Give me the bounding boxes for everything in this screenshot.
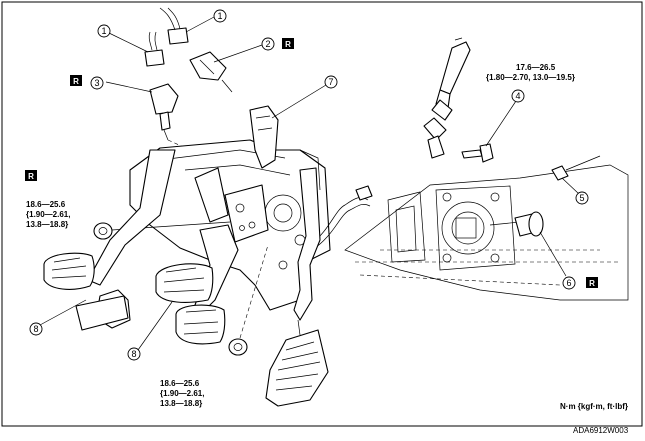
callout-2: 1 (97, 24, 111, 38)
torque-left-line3: 13.8—18.8} (26, 220, 68, 229)
callout-number: 8 (131, 349, 136, 359)
replace-badge-3: R (70, 75, 82, 86)
wire-harness (309, 185, 373, 251)
fastener-5 (551, 155, 601, 195)
callout-10: 8 (127, 347, 141, 361)
pedal-bracket (129, 84, 331, 311)
callout-number: 2 (265, 39, 270, 49)
bolt-4 (461, 100, 517, 163)
steering-shaft (423, 37, 471, 159)
callout-6: 5 (575, 191, 589, 205)
callout-number: 5 (579, 193, 584, 203)
bolt-6 (489, 211, 567, 277)
callout-number: 3 (94, 78, 99, 88)
callout-number: 6 (566, 278, 571, 288)
replace-badge-2: R (282, 38, 294, 49)
callout-8: 7 (324, 75, 338, 89)
svg-text:R: R (28, 172, 34, 181)
replace-badge-left: R (25, 170, 37, 181)
callout-number: 4 (515, 91, 520, 101)
svg-text:R: R (285, 40, 291, 49)
torque-bottom-line3: 13.8—18.8} (160, 399, 202, 408)
torque-4-line1: 17.6—26.5 (516, 63, 556, 72)
diagram-border (1, 1, 643, 427)
callout-9: 8 (29, 322, 43, 336)
figure-code: ADA6912W003 (573, 426, 629, 435)
torque-left-line2: {1.90—2.61, (26, 210, 70, 219)
callout-1: 1 (213, 9, 227, 23)
replace-badge-6: R (586, 277, 598, 288)
callout-number: 1 (101, 26, 106, 36)
pedal-middle (137, 224, 239, 351)
svg-text:R: R (73, 77, 79, 86)
connectors (108, 7, 263, 93)
pedal-left (39, 149, 176, 331)
torque-left-line1: 18.6—25.6 (26, 200, 66, 209)
torque-4-line2: {1.80—2.70, 13.0—19.5} (486, 73, 575, 82)
callout-number: 7 (328, 77, 333, 87)
dash-panel (344, 164, 629, 301)
units-label: N·m {kgf·m, ft·lbf} (560, 402, 628, 411)
callout-4: 3 (90, 76, 104, 90)
callout-number: 1 (217, 11, 222, 21)
callout-5: 4 (511, 89, 525, 103)
callout-number: 8 (33, 324, 38, 334)
svg-text:R: R (589, 279, 595, 288)
accelerator-pedal (265, 167, 329, 407)
callout-layer: 1 1 2 3 4 5 6 7 8 8 (29, 9, 589, 361)
torque-bottom-line1: 18.6—25.6 (160, 379, 200, 388)
callout-3: 2 (261, 37, 275, 51)
nut-bottom (228, 244, 269, 356)
callout-7: 6 (562, 276, 576, 290)
torque-bottom-line2: {1.90—2.61, (160, 389, 204, 398)
switch-3 (105, 81, 191, 151)
